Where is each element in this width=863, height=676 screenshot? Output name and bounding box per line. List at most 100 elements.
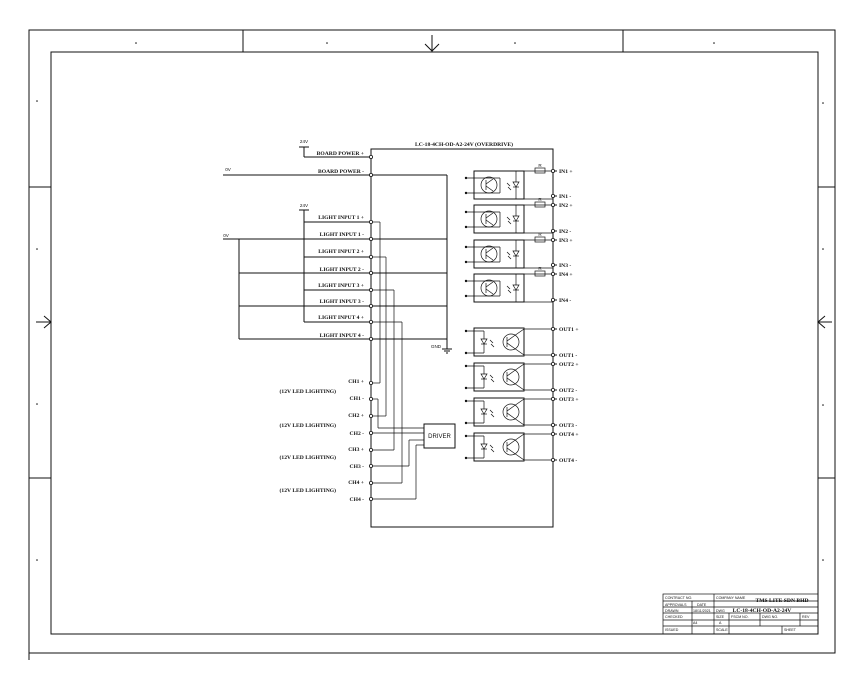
in-pin-labels: IN1 + IN1 - IN2 + IN2 - IN3 + IN3 - IN4 … xyxy=(559,169,573,304)
pin-label: BOARD POWER - xyxy=(318,169,364,175)
pin-terminal xyxy=(551,228,556,233)
pin-label: LIGHT INPUT 3 - xyxy=(320,299,365,305)
outer-border xyxy=(28,29,836,654)
in-pin-label: IN1 - xyxy=(559,194,571,200)
out-pin-label: OUT3 + xyxy=(559,397,579,403)
ch-pin-label: CH2 + xyxy=(348,413,364,419)
tb-rev: REV xyxy=(802,615,810,619)
pin-terminal xyxy=(368,303,373,308)
pin-terminal xyxy=(368,319,373,324)
input-optocoupler: R xyxy=(464,163,553,200)
driver-label: DRIVER xyxy=(428,434,451,440)
output-optocoupler xyxy=(464,327,553,357)
ch-pin-label: CH3 - xyxy=(350,464,365,470)
pin-terminal xyxy=(551,361,556,366)
input-optocoupler: R xyxy=(464,266,553,303)
pin-label: LIGHT INPUT 1 - xyxy=(320,232,365,238)
output-optocouplers xyxy=(464,327,553,462)
pin-terminal xyxy=(551,237,556,242)
output-optocoupler xyxy=(464,362,553,392)
led-label: (12V LED LIGHTING) xyxy=(280,422,337,429)
rail-24v-top: 24V xyxy=(300,139,309,144)
tb-size-a: A xyxy=(719,621,722,625)
tb-sheet: SHEET xyxy=(784,628,797,632)
out-pin-label: OUT1 + xyxy=(559,327,579,333)
left-pin-stubs xyxy=(365,156,371,340)
zone-dots xyxy=(36,42,824,561)
pin-terminal xyxy=(551,271,556,276)
ch-pin-labels: CH1 + CH1 - CH2 + CH2 - CH3 + CH3 - CH4 … xyxy=(348,379,364,503)
resistor-label: R xyxy=(538,232,542,237)
pin-terminal xyxy=(368,496,373,501)
pin-terminal xyxy=(551,262,556,267)
tb-company-name: TMS LITE SDN BHD xyxy=(756,598,809,604)
pin-label: BOARD POWER + xyxy=(317,151,364,157)
right-pin-stubs xyxy=(553,170,557,461)
gnd-label: GND xyxy=(431,344,442,349)
tb-approvals: APPROVALS xyxy=(665,603,687,607)
tb-fscm: FSCM NO. xyxy=(731,615,749,619)
ch-pin-label: CH2 - xyxy=(350,431,365,437)
pin-terminal xyxy=(368,236,373,241)
pin-terminal xyxy=(368,254,373,259)
pin-terminal xyxy=(551,297,556,302)
pin-terminal xyxy=(368,172,373,177)
led-label: (12V LED LIGHTING) xyxy=(280,454,337,461)
tb-drawing-title: LC-18-4CH-OD-A2-24V xyxy=(733,608,792,614)
gnd-symbol xyxy=(442,175,452,354)
out-pin-label: OUT2 - xyxy=(559,388,577,394)
pin-terminal xyxy=(551,431,556,436)
title-block xyxy=(662,593,819,635)
rail-0v-inputs: 0V xyxy=(223,233,230,238)
pin-terminal xyxy=(551,387,556,392)
tb-drawn: DRAWN xyxy=(665,609,679,613)
pin-terminal xyxy=(551,422,556,427)
pin-terminal xyxy=(551,326,556,331)
tb-scale: SCALE xyxy=(716,628,728,632)
pin-terminal xyxy=(368,154,373,159)
tb-contract-no: CONTRACT NO. xyxy=(665,596,692,600)
out-pin-label: OUT3 - xyxy=(559,423,577,429)
pin-terminal xyxy=(551,457,556,462)
in-pin-label: IN3 - xyxy=(559,263,571,269)
pin-terminals xyxy=(368,154,556,501)
rail-wiring xyxy=(223,146,447,340)
out-pin-labels: OUT1 + OUT1 - OUT2 + OUT2 - OUT3 + OUT3 … xyxy=(559,327,579,464)
led-label: (12V LED LIGHTING) xyxy=(280,487,337,494)
resistor-label: R xyxy=(538,266,542,271)
ch-pin-label: CH4 + xyxy=(348,480,364,486)
inner-border xyxy=(50,51,819,635)
pin-terminal xyxy=(551,202,556,207)
zone-markers xyxy=(29,30,835,479)
tb-company-hdr: COMPANY NAME xyxy=(716,596,746,600)
in-pin-label: IN2 + xyxy=(559,203,573,209)
tb-dwg-no: DWG NO. xyxy=(762,615,778,619)
internal-wiring xyxy=(371,221,424,500)
in-pin-label: IN1 + xyxy=(559,169,573,175)
ch-pin-label: CH4 - xyxy=(350,497,365,503)
controller-board xyxy=(370,148,554,528)
rail-24v-inputs: 24V xyxy=(300,203,309,208)
led-labels: (12V LED LIGHTING) (12V LED LIGHTING) (1… xyxy=(280,388,337,494)
pin-terminal xyxy=(551,193,556,198)
pin-terminal xyxy=(551,396,556,401)
tb-checked: CHECKED xyxy=(665,615,683,619)
pin-terminal xyxy=(368,219,373,224)
tb-issued: ISSUED xyxy=(665,628,679,632)
left-pin-labels: BOARD POWER + BOARD POWER - LIGHT INPUT … xyxy=(317,151,364,339)
driver-box xyxy=(423,423,456,449)
pin-terminal xyxy=(368,270,373,275)
ch-pin-label: CH1 - xyxy=(350,396,365,402)
board-title: LC-18-4CH-OD-A2-24V (OVERDRIVE) xyxy=(415,141,513,148)
tb-date: DATE xyxy=(697,603,707,607)
pin-label: LIGHT INPUT 2 + xyxy=(318,249,364,255)
pin-terminal xyxy=(368,413,373,418)
resistor-label: R xyxy=(538,163,542,168)
pin-terminal xyxy=(368,447,373,452)
title-block-text: CONTRACT NO. COMPANY NAME TMS LITE SDN B… xyxy=(665,596,810,632)
pin-label: LIGHT INPUT 1 + xyxy=(318,215,364,221)
in-pin-label: IN4 + xyxy=(559,272,573,278)
